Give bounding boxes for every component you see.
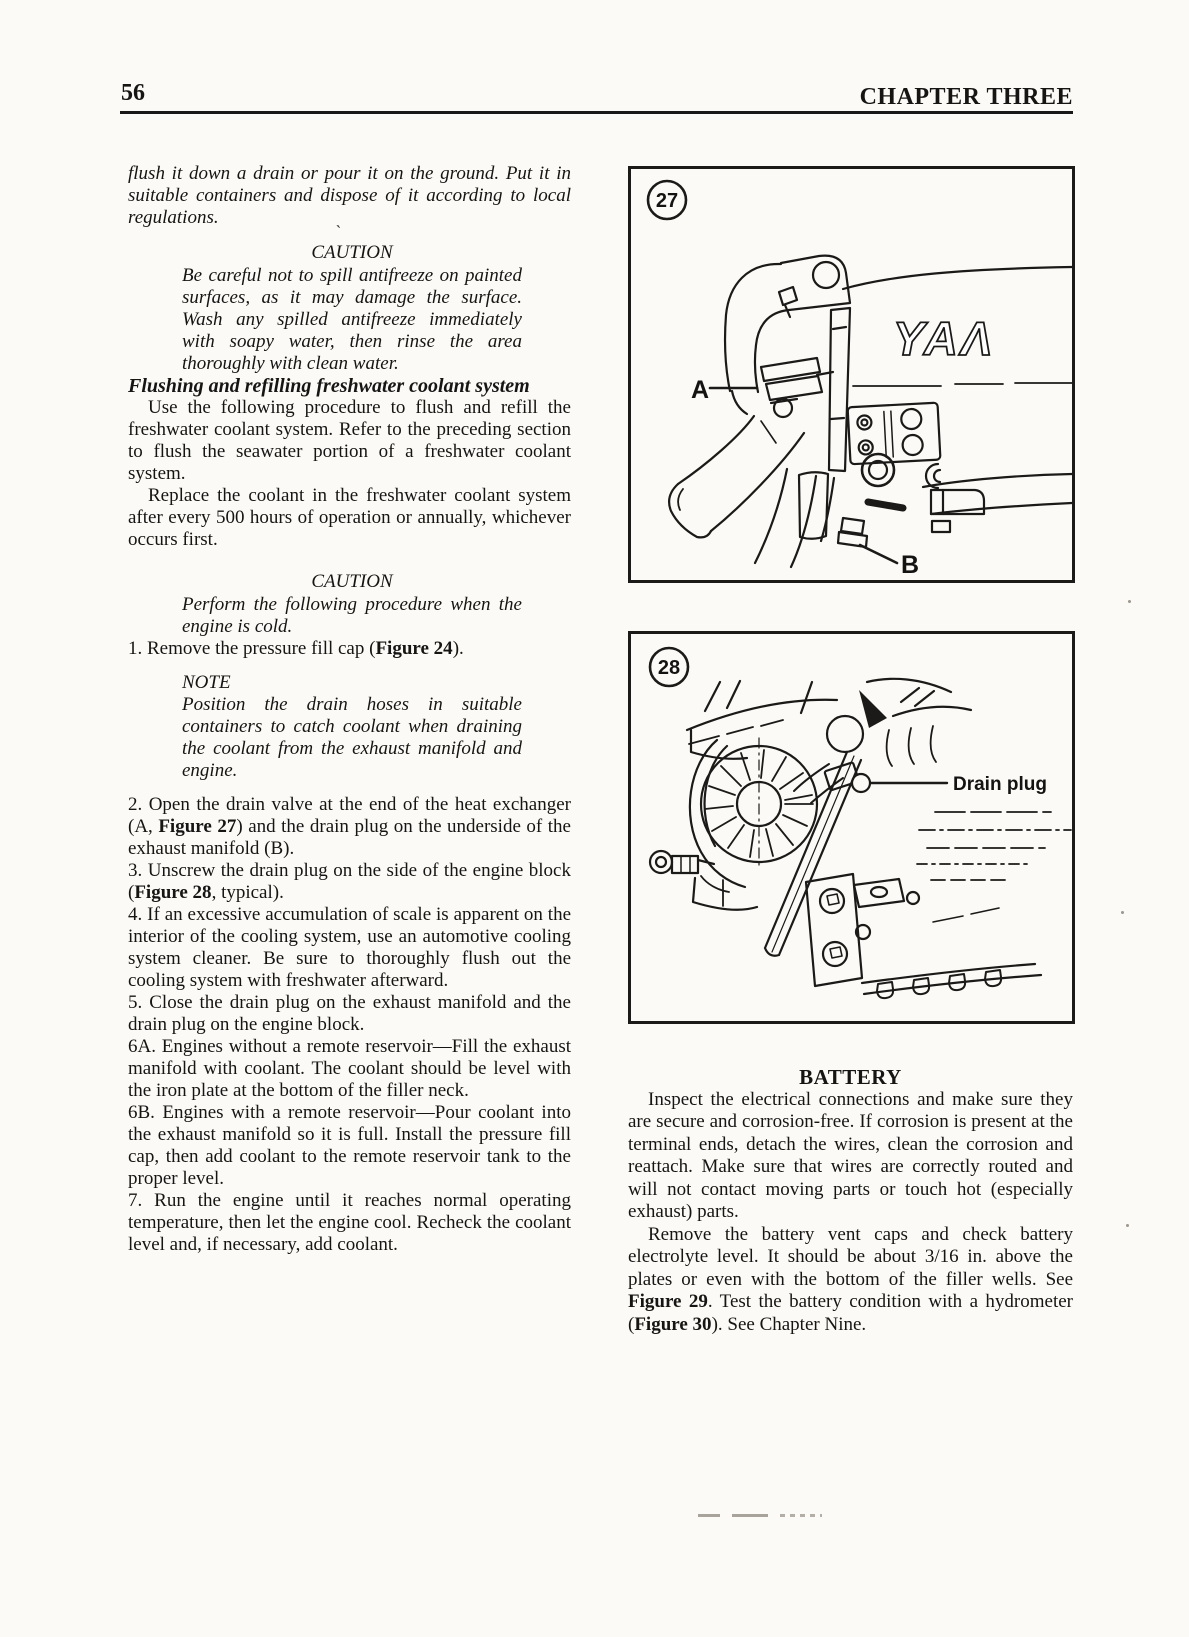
body-paragraph: Use the following procedure to flush and…	[128, 397, 571, 484]
section-heading: Flushing and refilling freshwater coolan…	[128, 375, 530, 397]
note-block: NOTE Position the drain hoses in suitabl…	[182, 672, 522, 782]
caution-body: Be careful not to spill antifreeze on pa…	[182, 265, 522, 374]
figure-27-number: 27	[656, 190, 678, 212]
continued-warning-text: flush it down a drain or pour it on the …	[128, 163, 571, 228]
caution-block-antifreeze: CAUTION Be careful not to spill antifree…	[182, 242, 522, 375]
right-text-column: BATTERY Inspect the electrical connectio…	[628, 1066, 1073, 1336]
chapter-header: CHAPTER THREE	[859, 84, 1073, 110]
scan-speck	[1121, 911, 1124, 914]
figure-27-heat-exchanger-drain: 27 A B YAΛ	[628, 166, 1075, 583]
battery-section-heading: BATTERY	[799, 1065, 902, 1089]
page-number: 56	[121, 80, 145, 106]
figure-27-callout-a: A	[691, 376, 709, 404]
scan-artifact-tick: `	[334, 222, 340, 242]
procedure-step-3: 3. Unscrew the drain plug on the side of…	[128, 860, 571, 903]
figure-28-number: 28	[658, 657, 680, 679]
battery-paragraph: Remove the battery vent caps and check b…	[628, 1223, 1073, 1335]
caution-title: CAUTION	[311, 242, 393, 263]
caution-block-cold-engine: CAUTION Perform the following procedure …	[182, 571, 522, 638]
scan-speck	[1128, 600, 1131, 603]
header-rule	[120, 111, 1073, 114]
procedure-step-2: 2. Open the drain valve at the end of th…	[128, 794, 571, 859]
caution-title: CAUTION	[311, 571, 393, 592]
figure-28-drain-plug-callout: Drain plug	[953, 774, 1047, 795]
note-body: Position the drain hoses in suitable con…	[182, 694, 522, 781]
figure-27-illustration: 27 A B YAΛ	[646, 179, 1072, 579]
battery-paragraph: Inspect the electrical connections and m…	[628, 1088, 1073, 1223]
yanmar-logo-partial: YAΛ	[893, 312, 995, 365]
procedure-step-7: 7. Run the engine until it reaches norma…	[128, 1190, 571, 1255]
body-paragraph: Replace the coolant in the freshwater co…	[128, 485, 571, 550]
figure-28-engine-block-drain: 28 Drain plug	[628, 631, 1075, 1024]
left-text-column: flush it down a drain or pour it on the …	[128, 163, 571, 1256]
procedure-step-1: 1. Remove the pressure fill cap (Figure …	[128, 638, 464, 659]
procedure-step-6a: 6A. Engines without a remote reservoir—F…	[128, 1036, 571, 1101]
procedure-step-5: 5. Close the drain plug on the exhaust m…	[128, 992, 571, 1035]
caution-body: Perform the following procedure when the…	[182, 594, 522, 637]
note-title: NOTE	[182, 672, 231, 693]
figure-27-callout-b: B	[901, 551, 919, 579]
scan-speck	[1126, 1224, 1129, 1227]
procedure-step-4: 4. If an excessive accumulation of scale…	[128, 904, 571, 991]
figure-28-illustration: 28 Drain plug	[648, 646, 1072, 1000]
procedure-step-6b: 6B. Engines with a remote reservoir—Pour…	[128, 1102, 571, 1189]
scan-artifact-dashes	[698, 1514, 822, 1517]
